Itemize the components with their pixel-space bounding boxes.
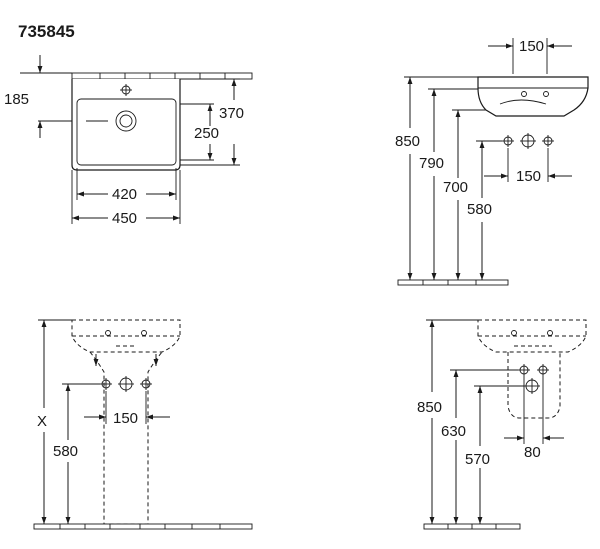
floor-side xyxy=(397,279,509,286)
dim-450: 450 xyxy=(112,210,137,227)
dim-850-pedestal: 850 xyxy=(417,399,442,416)
dim-790: 790 xyxy=(419,155,444,172)
top-view: 185 370 250 420 450 xyxy=(4,55,253,227)
dim-80: 80 xyxy=(524,444,541,461)
dim-580-front: 580 xyxy=(53,443,78,460)
dim-570: 570 xyxy=(465,451,490,468)
dim-700: 700 xyxy=(443,179,468,196)
side-view: 150 150 850 790 700 580 xyxy=(395,38,589,286)
side-pedestal-view: 850 630 570 80 xyxy=(417,319,587,530)
dim-370: 370 xyxy=(219,105,244,122)
dim-850-side: 850 xyxy=(395,133,420,150)
basin-outline-side-pedestal xyxy=(477,319,587,353)
dim-150-holes: 150 xyxy=(516,168,541,185)
dim-185: 185 xyxy=(4,91,29,108)
basin-bowl-top xyxy=(76,98,177,166)
dim-580-side: 580 xyxy=(467,201,492,218)
floor-front xyxy=(33,523,253,530)
basin-outline-front xyxy=(71,319,181,353)
dim-250: 250 xyxy=(194,125,219,142)
dim-420: 420 xyxy=(112,186,137,203)
basin-outline-side xyxy=(477,76,589,117)
front-pedestal-view: X 580 150 xyxy=(33,319,253,530)
dim-150-top: 150 xyxy=(519,38,544,55)
drain xyxy=(115,110,137,132)
dim-150-front: 150 xyxy=(113,410,138,427)
semi-pedestal xyxy=(507,352,561,419)
dim-630: 630 xyxy=(441,423,466,440)
product-code: 735845 xyxy=(18,22,75,41)
basin-outline-top xyxy=(71,79,181,171)
dim-x: X xyxy=(37,413,47,430)
